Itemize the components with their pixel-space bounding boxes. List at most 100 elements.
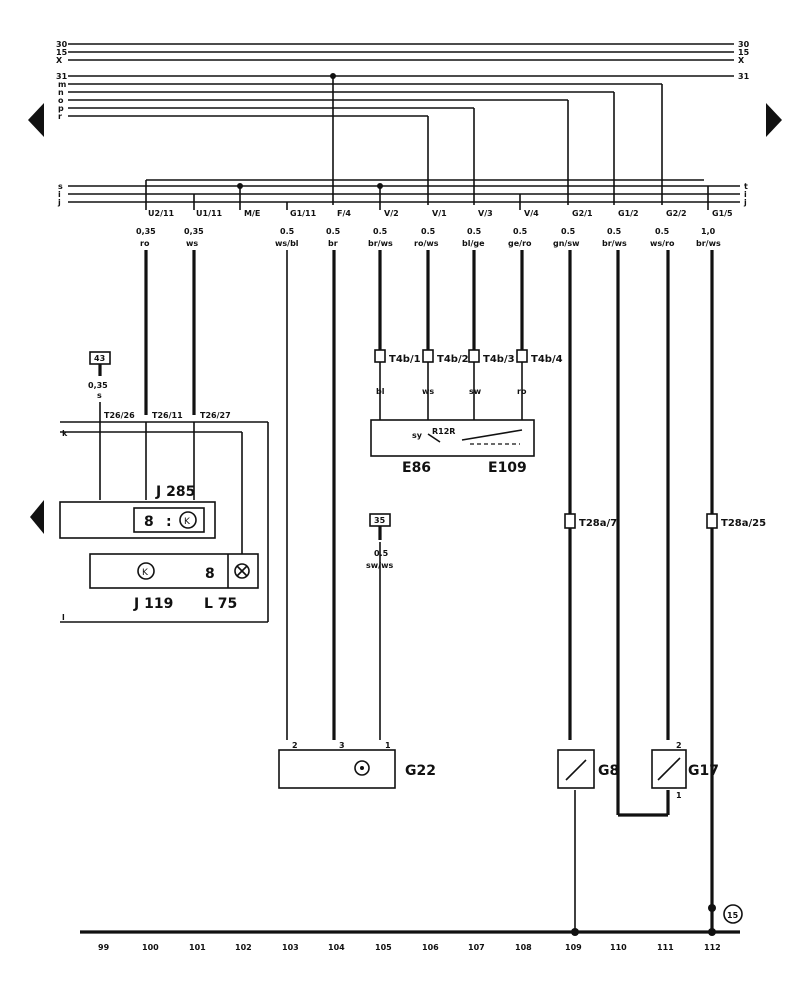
connector-id: M/E (244, 209, 260, 218)
wire-size: 0,35 (184, 227, 204, 236)
wire-color: br/ws (696, 239, 721, 248)
ground-15: 15 (571, 904, 743, 936)
bus-label: 30 (56, 40, 68, 49)
j285-label: J 285 (155, 484, 195, 500)
wire-color: sw/ws (366, 561, 393, 570)
bus-label: 15 (738, 48, 750, 57)
nav-arrow-left-top-icon[interactable] (28, 103, 44, 137)
connector-id: U2/11 (148, 209, 175, 218)
plug-label: T28a/7 (579, 518, 617, 529)
t28a25-plug: T28a/25 (706, 513, 766, 529)
bus-label: 31 (738, 72, 750, 81)
wire-color: ro/ws (414, 239, 439, 248)
bus-label: 30 (738, 40, 750, 49)
bus-label: 15 (56, 48, 68, 57)
plug-label: T4b/3 (483, 354, 515, 365)
wire-color: sw (469, 387, 482, 396)
wire-size: 0.5 (607, 227, 622, 236)
wire-color: bl (376, 387, 385, 396)
connector-id: G2/1 (572, 209, 593, 218)
bus-label: n (58, 88, 64, 97)
bus-label: p (58, 104, 64, 113)
plug-label: T26/27 (200, 411, 231, 420)
track-number: 109 (565, 943, 582, 952)
connector-id: G1/11 (290, 209, 317, 218)
wire-color: s (97, 391, 102, 400)
plug-label: T26/26 (104, 411, 135, 420)
connector-id: G1/5 (712, 209, 733, 218)
g8-label: G8 (598, 763, 619, 779)
bus-label: t (744, 182, 748, 191)
j285-symbol: K (184, 517, 191, 527)
bus-label: o (58, 96, 64, 105)
wire-size: 1,0 (701, 227, 716, 236)
plug-label: T26/11 (152, 411, 183, 420)
ground-number: 43 (94, 354, 105, 363)
plug-label: T28a/25 (721, 518, 766, 529)
pin-label: 1 (385, 741, 391, 750)
connector-id: G2/2 (666, 209, 687, 218)
j119-symbol: K (142, 568, 149, 578)
nav-arrow-right-top-icon[interactable] (766, 103, 782, 137)
wire-size: 0.5 (561, 227, 576, 236)
wire-color: ge/ro (508, 239, 532, 248)
wire-size: 0.5 (655, 227, 670, 236)
switch-label: sy (412, 431, 423, 440)
wire-color: br/ws (602, 239, 627, 248)
nav-arrow-left-mid-icon[interactable] (30, 500, 44, 534)
j285-module: J 285 8 : K (59, 484, 216, 539)
wire-color: br/ws (368, 239, 393, 248)
wire-size: 0.5 (467, 227, 482, 236)
g22-sensor: 2 3 1 G22 (278, 741, 436, 789)
track-number: 99 (98, 943, 110, 952)
ground-number: 15 (727, 911, 739, 920)
g8-sensor: T28a/7 G8 (557, 513, 619, 789)
track-number: 100 (142, 943, 159, 952)
t26-plugs: T26/26 T26/11 T26/27 k l (60, 411, 269, 623)
mid-bus (68, 179, 740, 210)
top-drops (332, 76, 663, 205)
track-number: 101 (189, 943, 206, 952)
side-letter: k (62, 429, 68, 438)
wire-size: 0,35 (136, 227, 156, 236)
wire-size: 0.5 (326, 227, 341, 236)
track-number: 103 (282, 943, 299, 952)
svg-text::: : (166, 514, 172, 530)
g17-sensor: 2 1 G17 (651, 741, 719, 800)
connector-id: V/4 (524, 209, 539, 218)
connector-id: V/1 (432, 209, 447, 218)
wire-size: 0.5 (373, 227, 388, 236)
bus-label: r (58, 112, 62, 121)
wire-size: 0,35 (88, 381, 108, 390)
t4b-plugs: T4b/1 T4b/2 T4b/3 T4b/4 bl ws sw ro (374, 349, 563, 420)
top-bus-labels-right: 30 15 X 31 (738, 40, 750, 81)
bus-label: X (738, 56, 745, 65)
wire-color: ws/ro (650, 239, 675, 248)
bus-label: j (57, 198, 61, 207)
track-number: 106 (422, 943, 439, 952)
track-numbers: 99 100 101 102 103 104 105 106 107 108 1… (98, 943, 721, 952)
wire-color: ro (517, 387, 527, 396)
side-letter: l (62, 613, 65, 622)
track-number: 104 (328, 943, 345, 952)
wire-color: br (328, 239, 338, 248)
pin-label: 2 (292, 741, 298, 750)
pin-label: 2 (676, 741, 682, 750)
track-number: 102 (235, 943, 252, 952)
pin-label: 1 (676, 791, 682, 800)
track-number: 105 (375, 943, 392, 952)
wire-size: 0.5 (280, 227, 295, 236)
connector-id: F/4 (337, 209, 351, 218)
vertical-wires (144, 250, 714, 932)
ground-number: 35 (374, 516, 386, 525)
track-number: 111 (657, 943, 674, 952)
g17-label: G17 (688, 763, 719, 779)
g22-label: G22 (405, 763, 436, 779)
top-bus (68, 43, 734, 117)
wire-color: ws/bl (275, 239, 299, 248)
j119-label: J 119 (133, 596, 173, 612)
j119-module: K 8 J 119 L 75 (89, 553, 259, 612)
bus-label: j (743, 198, 747, 207)
switch-label: R12R (432, 427, 455, 436)
